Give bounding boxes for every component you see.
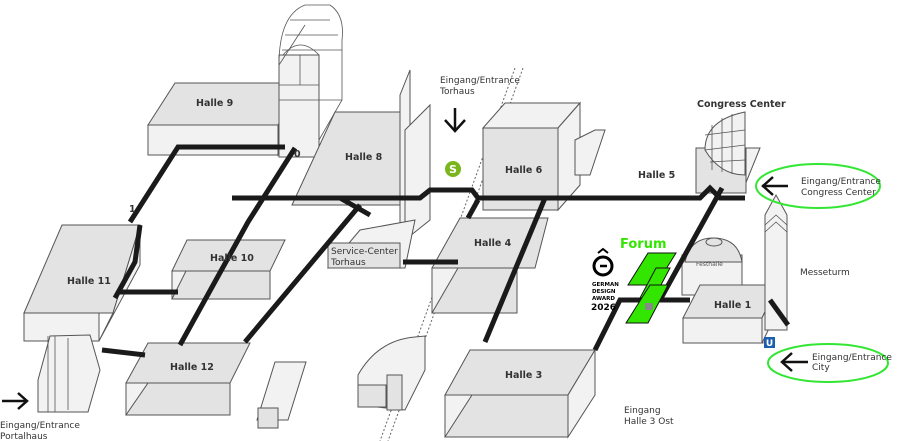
arrow-left-icon [761,176,788,196]
entrance-city[interactable]: Eingang/Entrance City [767,343,892,383]
label-halle-12: Halle 12 [170,362,214,373]
german-design-award-logo: GERMAN DESIGN AWARD 2026 [591,247,619,313]
svg-text:Eingang/Entrance: Eingang/Entrance [0,421,80,431]
entrance-halle-3-ost[interactable]: Eingang Halle 3 Ost [624,406,674,427]
building-halle-12[interactable] [125,342,251,416]
svg-text:Halle 3 Ost: Halle 3 Ost [624,417,674,427]
level-marker-1: 1 [129,204,136,215]
label-service-center-1: Service-Center [331,247,398,257]
building-annex-small [256,361,307,429]
svg-text:Eingang/Entrance: Eingang/Entrance [440,76,520,86]
arrow-right-icon [2,392,29,410]
building-halle-1[interactable] [682,284,779,344]
svg-text:DESIGN: DESIGN [592,289,616,295]
svg-text:AWARD: AWARD [592,296,615,302]
building-halle-6[interactable] [481,101,606,212]
label-congress-center: Congress Center [697,99,786,110]
building-portalhaus[interactable] [37,334,101,413]
label-halle-3: Halle 3 [505,370,542,381]
label-festhalle: Festhalle [696,261,723,268]
label-halle-10: Halle 10 [210,253,254,264]
arrow-left-icon [780,352,808,372]
label-halle-8: Halle 8 [345,152,383,163]
label-service-center-2: Torhaus [330,258,366,268]
entrance-torhaus[interactable]: Eingang/Entrance Torhaus [439,76,520,133]
label-halle-5: Halle 5 [638,170,675,181]
svg-text:Eingang/Entrance: Eingang/Entrance [812,353,892,363]
entrance-portalhaus[interactable]: Eingang/Entrance Portalhaus [0,392,80,441]
s-bahn-station[interactable]: S [445,161,461,177]
building-congress-center[interactable] [695,111,761,194]
s-bahn-icon: S [449,163,457,176]
label-halle-6: Halle 6 [505,165,543,176]
svg-text:Eingang: Eingang [624,406,661,416]
svg-text:Congress Center: Congress Center [801,188,876,198]
label-messeturm: Messeturm [800,268,850,278]
svg-text:Portalhaus: Portalhaus [0,432,48,441]
label-halle-9: Halle 9 [196,98,233,109]
building-messeturm[interactable] [764,193,788,331]
svg-text:GERMAN: GERMAN [592,282,619,288]
walkway-network [101,144,791,358]
entrance-congress-center[interactable]: Eingang/Entrance Congress Center [755,163,881,209]
building-service-center[interactable] [326,219,416,269]
svg-text:City: City [812,363,830,373]
building-annex-round [357,335,426,411]
svg-text:Eingang/Entrance: Eingang/Entrance [801,177,881,187]
arrow-down-icon [444,108,466,133]
stopwatch-icon [592,255,614,277]
label-halle-1: Halle 1 [714,300,751,311]
level-marker-0: 0 [294,149,301,160]
svg-text:Torhaus: Torhaus [439,87,475,97]
svg-text:2026: 2026 [591,303,616,313]
building-halle-3[interactable] [444,348,596,439]
u-bahn-station[interactable]: U [764,337,775,349]
building-forum[interactable] [625,252,677,324]
building-halle-10[interactable] [171,239,286,300]
forum-label: Forum [620,237,667,252]
label-halle-4: Halle 4 [474,238,512,249]
label-halle-11: Halle 11 [67,276,111,287]
u-bahn-icon: U [766,339,773,349]
building-galleria-arch [278,4,343,158]
